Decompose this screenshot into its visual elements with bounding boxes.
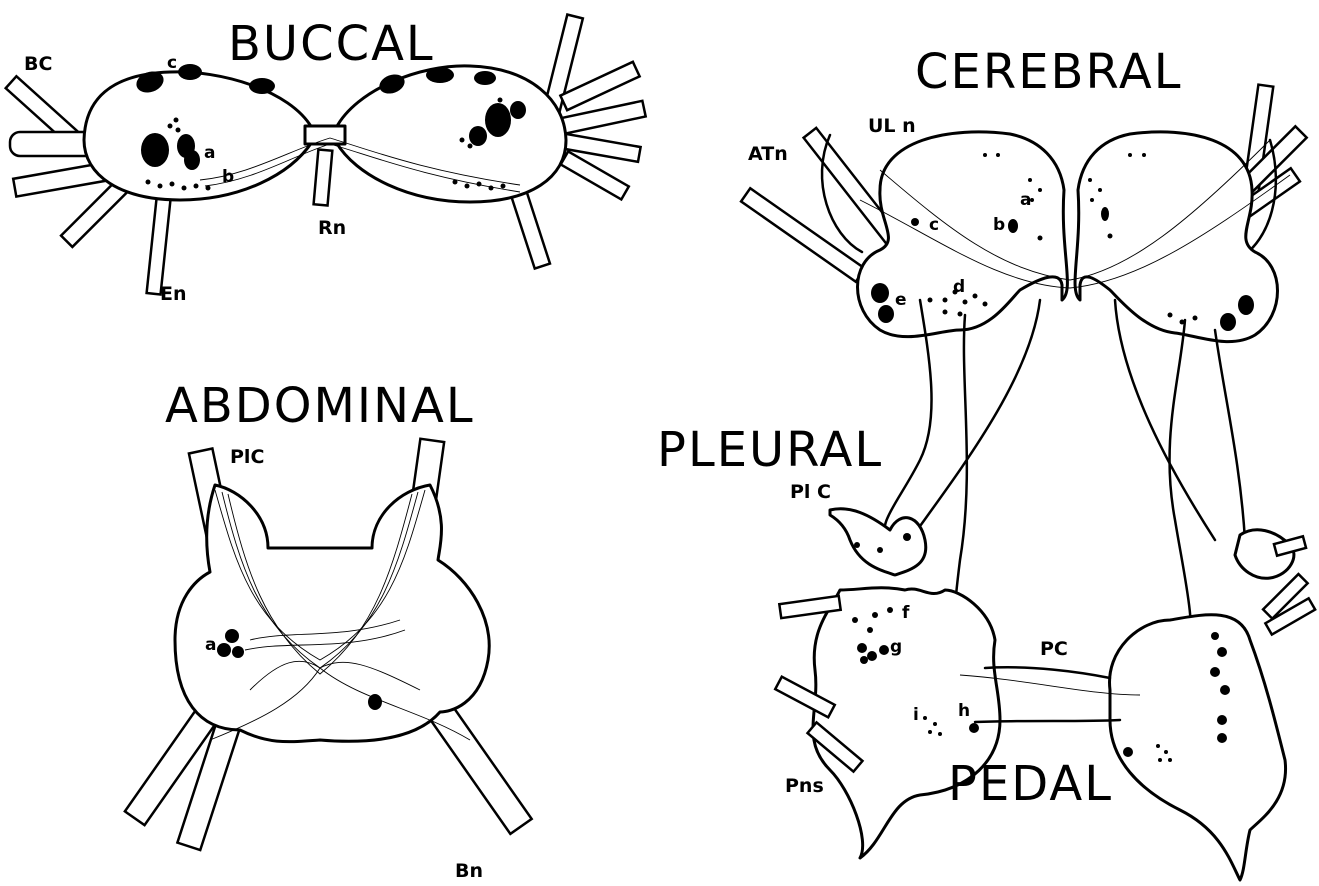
pleural-cell-1 xyxy=(854,542,860,548)
buccal-label-bc: BC xyxy=(24,53,52,75)
buccal-nerve-right-6 xyxy=(510,187,550,268)
abdominal-label-bn: Bn xyxy=(455,860,483,882)
pedal-label-pc: PC xyxy=(1040,638,1068,660)
pedal-label-h: h xyxy=(958,701,970,721)
buccal-cell-r4 xyxy=(485,103,511,137)
buccal-cell-a3 xyxy=(184,150,200,170)
pedal-left xyxy=(813,588,1000,858)
cerebral-label-uln: UL n xyxy=(868,115,916,137)
pedal-right xyxy=(1110,615,1286,880)
buccal-cell-r3 xyxy=(474,71,496,85)
connective-right-3 xyxy=(1215,330,1245,540)
abdominal-cell-a3 xyxy=(232,646,244,658)
pedal-commissure-bottom xyxy=(975,720,1120,722)
pleural-cell-3 xyxy=(903,533,911,541)
abdominal-cell-right xyxy=(368,694,382,710)
cerebral-cell-right-b xyxy=(1101,207,1109,221)
buccal-right-lobe xyxy=(336,66,566,202)
abdominal-label-a: a xyxy=(205,635,216,655)
connective-right-2 xyxy=(1170,320,1192,660)
pedal-title: PEDAL xyxy=(948,756,1113,812)
cerebral-cell-c xyxy=(911,218,919,226)
cerebral-label-d: d xyxy=(953,277,965,297)
pedal-label-f: f xyxy=(902,603,910,623)
abdominal-cell-a1 xyxy=(225,629,239,643)
buccal-left-lobe xyxy=(84,72,312,200)
buccal-label-c: c xyxy=(167,53,177,73)
pleural-left xyxy=(830,509,926,575)
cerebral-cell-e2 xyxy=(878,305,894,323)
abdominal-cell-a2 xyxy=(217,643,231,657)
cerebral-complex: CEREBRAL PLEURAL PEDAL UL n ATn a b c d … xyxy=(657,44,1315,880)
pleural-cell-2 xyxy=(877,547,883,553)
pedal-cell-h xyxy=(969,723,979,733)
cerebral-cell-b xyxy=(1008,219,1018,233)
cerebral-cell-right-e1 xyxy=(1238,295,1254,315)
abdominal-body xyxy=(175,485,489,742)
cerebral-title: CEREBRAL xyxy=(915,44,1182,100)
buccal-title: BUCCAL xyxy=(228,16,435,72)
cerebral-cell-right-e2 xyxy=(1220,313,1236,331)
buccal-nerve-en xyxy=(147,190,172,295)
pedal-commissure-top xyxy=(985,667,1110,678)
abdominal-title: ABDOMINAL xyxy=(165,378,475,434)
pleural-title: PLEURAL xyxy=(657,422,883,478)
buccal-label-b: b xyxy=(222,167,234,187)
buccal-label-rn: Rn xyxy=(318,217,346,239)
abdominal-ganglion: ABDOMINAL PlC a Bn xyxy=(125,378,532,882)
cerebral-label-c: c xyxy=(929,215,939,235)
buccal-cell-a1 xyxy=(141,133,169,167)
abdominal-nerve-bn xyxy=(424,696,531,834)
cerebral-label-a: a xyxy=(1020,190,1031,210)
pedal-label-i: i xyxy=(913,705,919,725)
cerebral-cell-e1 xyxy=(871,283,889,303)
pleural-label-plc: Pl C xyxy=(790,481,831,503)
buccal-label-en: En xyxy=(160,283,187,305)
pedal-label-g: g xyxy=(890,637,902,657)
buccal-label-a: a xyxy=(204,143,215,163)
buccal-cell-r6 xyxy=(510,101,526,119)
abdominal-label-plc: PlC xyxy=(230,446,264,468)
buccal-cell-r5 xyxy=(469,126,487,146)
pedal-label-pns: Pns xyxy=(785,775,824,797)
buccal-cell-c2 xyxy=(178,64,202,80)
cerebral-nerve-atn xyxy=(741,188,865,281)
buccal-nerve-rn xyxy=(314,149,333,205)
cerebral-label-e: e xyxy=(895,290,907,310)
buccal-ganglion: BUCCAL BC c a b Rn En xyxy=(6,15,646,305)
cerebral-label-b: b xyxy=(993,215,1005,235)
buccal-commissure xyxy=(305,126,345,144)
buccal-cell-c3 xyxy=(249,78,275,94)
cerebral-label-atn: ATn xyxy=(748,143,788,165)
